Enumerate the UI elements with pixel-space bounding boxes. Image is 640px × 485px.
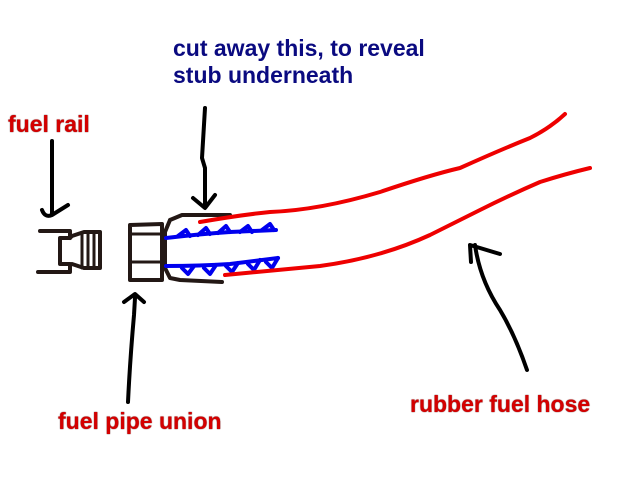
fuel-pipe-union-label: fuel pipe union	[58, 408, 222, 434]
union-arrow-head	[122, 292, 146, 304]
cut-away-label-line-2: stub underneath	[173, 62, 354, 88]
union-left-block	[128, 222, 164, 282]
fuel-pipe-union	[128, 213, 232, 284]
rubber-fuel-hose-label: rubber fuel hose	[410, 391, 591, 417]
cut-away-label: cut away this, to reveal stub underneath	[173, 35, 425, 89]
fuel-rail-label: fuel rail	[8, 111, 90, 137]
fuel-rail-part	[36, 229, 102, 274]
stub-top-barbs	[176, 222, 276, 238]
stub-bottom-barbs	[180, 256, 280, 276]
rubber-hose	[198, 112, 592, 277]
stub-bottom-edge	[164, 256, 280, 268]
fuel-rail-arrow-head	[40, 203, 70, 218]
hose-arrow-head	[468, 243, 502, 264]
hose-top-edge	[198, 112, 567, 224]
stub-barbs	[164, 222, 280, 276]
union-arrow-shaft	[126, 296, 137, 404]
union-nut	[163, 213, 232, 284]
cut-away-arrow-head	[191, 193, 217, 210]
cut-away-arrow-shaft	[200, 106, 207, 207]
hose-arrow-shaft	[473, 243, 529, 372]
fuel-rail-flange	[68, 230, 102, 270]
arrows	[40, 106, 529, 404]
union-inner-lines	[128, 232, 164, 264]
fuel-rail-body	[36, 229, 72, 274]
fuel-rail-ridge	[80, 232, 96, 270]
hose-bottom-edge	[223, 166, 592, 277]
cut-away-label-line-1: cut away this, to reveal	[173, 35, 425, 61]
